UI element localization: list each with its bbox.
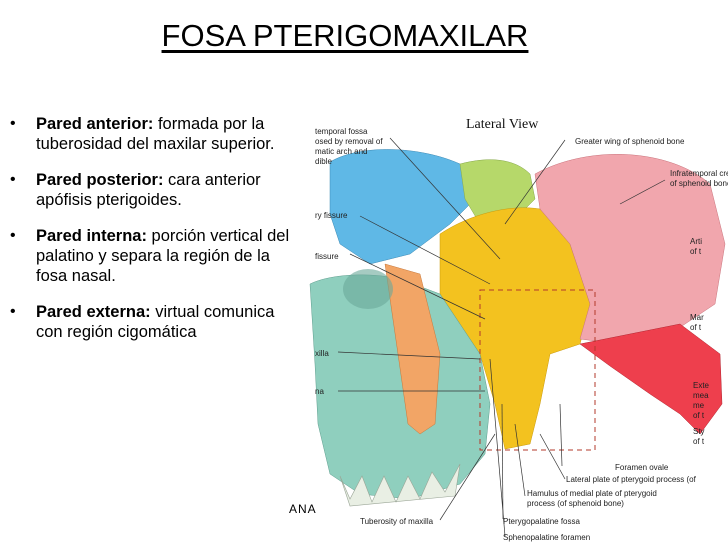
- bullet-text: virtual comunica con región cigomática: [36, 303, 275, 341]
- label-lateral-plate: Lateral plate of pterygoid process (of: [566, 475, 697, 484]
- bullet-dot-icon: •: [10, 171, 16, 188]
- skull-lateral-view-figure: Lateral View temporal fossa osed by remo…: [290, 104, 728, 546]
- label-articular-2: of t: [690, 247, 702, 256]
- label-infratemporal-crest: Infratemporal cre: [670, 169, 728, 178]
- label-external-2: mea: [693, 391, 709, 400]
- bullet-term: Pared externa:: [36, 303, 151, 321]
- bullet-item: • Pared interna: porción vertical del pal…: [10, 226, 292, 286]
- figure-heading: Lateral View: [466, 117, 539, 132]
- bullet-item: • Pared anterior: formada por la tuberosi…: [10, 114, 292, 154]
- temporal-pink-shape: [534, 154, 726, 345]
- label-hamulus: Hamulus of medial plate of pterygoid: [527, 489, 657, 498]
- label-infratemporal-crest-2: of sphenoid bone: [670, 179, 728, 188]
- label-mar-2: of t: [690, 323, 702, 332]
- label-foramen-ovale: Foramen ovale: [615, 463, 669, 472]
- bullet-dot-icon: •: [10, 227, 16, 244]
- bullet-item: • Pared posterior: cara anterior apófisis…: [10, 170, 292, 210]
- label-temporal-fossa: temporal fossa: [315, 127, 368, 136]
- label-greater-wing: Greater wing of sphenoid bone: [575, 137, 685, 146]
- bullet-term: Pared interna:: [36, 227, 147, 245]
- bullet-item: • Pared externa: virtual comunica con reg…: [10, 302, 292, 342]
- bullet-text: formada por la tuberosidad del maxilar s…: [36, 115, 275, 153]
- bullet-term: Pared posterior:: [36, 171, 164, 189]
- temporal-red-shape: [579, 323, 723, 435]
- label-temporal-fossa-3: matic arch and: [315, 147, 367, 156]
- label-temporal-fossa-2: osed by removal of: [315, 137, 383, 146]
- bullet-text: porción vertical del palatino y separa l…: [36, 227, 290, 285]
- label-maxilla: xilla: [315, 349, 329, 358]
- bullet-text: cara anterior apófisis pterigoides.: [36, 171, 261, 209]
- label-fissure-2: fissure: [315, 252, 339, 261]
- palatine-orange-shape: [384, 263, 441, 435]
- label-styloid-2: of t: [693, 437, 705, 446]
- label-styloid: Sty: [693, 427, 705, 436]
- frontal-bone-shape: [329, 149, 481, 265]
- bullet-dot-icon: •: [10, 303, 16, 320]
- bullet-dot-icon: •: [10, 115, 16, 132]
- label-sphenopalatine-foramen: Sphenopalatine foramen: [503, 533, 590, 542]
- teeth-shape: [339, 463, 461, 507]
- bullet-list: • Pared anterior: formada por la tuberosi…: [10, 114, 292, 358]
- label-na: na: [315, 387, 324, 396]
- label-fissure-1: ry fissure: [315, 211, 348, 220]
- label-mar: Mar: [690, 313, 704, 322]
- label-tuberosity-maxilla: Tuberosity of maxilla: [360, 517, 434, 526]
- label-hamulus-2: process (of sphenoid bone): [527, 499, 624, 508]
- label-articular: Arti: [690, 237, 702, 246]
- label-external: Exte: [693, 381, 710, 390]
- label-temporal-fossa-4: dible: [315, 157, 332, 166]
- label-pterygopalatine-fossa: Pterygopalatine fossa: [503, 517, 580, 526]
- label-external-3: me: [693, 401, 705, 410]
- skull-illustration: Lateral View temporal fossa osed by remo…: [290, 104, 728, 546]
- footer-mark: ANA: [287, 502, 319, 516]
- label-external-4: of t: [693, 411, 705, 420]
- bullet-term: Pared anterior:: [36, 115, 154, 133]
- page-title: FOSA PTERIGOMAXILAR: [161, 18, 529, 53]
